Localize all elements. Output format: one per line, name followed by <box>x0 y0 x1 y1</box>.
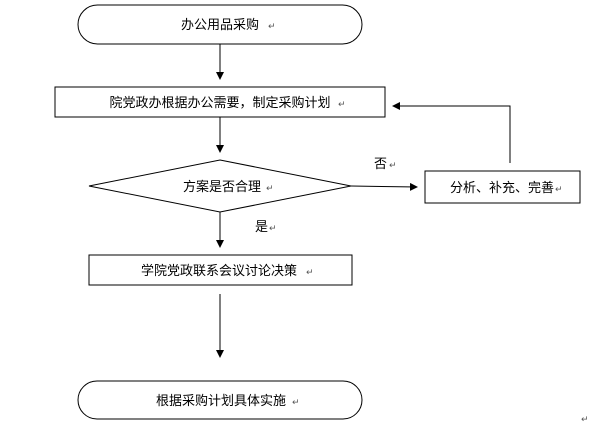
paragraph-mark: ↵ <box>292 398 300 408</box>
end-terminator: 根据采购计划具体实施 ↵ <box>77 380 363 420</box>
arrow-decision-to-revise <box>350 182 418 191</box>
paragraph-mark: ↵ <box>389 161 397 171</box>
decision-diamond: 方案是否合理 ↵ <box>88 159 352 213</box>
paragraph-mark: ↵ <box>555 185 563 195</box>
revise-process-box: 分析、补充、完善 ↵ <box>424 170 581 204</box>
paragraph-mark: ↵ <box>269 224 277 234</box>
end-label: 根据采购计划具体实施 <box>156 393 286 409</box>
meeting-label: 学院党政联系会议讨论决策 <box>141 263 297 279</box>
revise-label: 分析、补充、完善 <box>450 180 554 196</box>
paragraph-mark: ↵ <box>306 268 314 278</box>
start-terminator: 办公用品采购 ↵ <box>77 4 363 45</box>
decision-label: 方案是否合理 <box>183 179 261 195</box>
start-label: 办公用品采购 <box>181 17 259 33</box>
no-branch-label: 否 <box>374 157 387 172</box>
paragraph-mark: ↵ <box>268 22 276 32</box>
paragraph-mark: ↵ <box>338 100 346 110</box>
meeting-process-box: 学院党政联系会议讨论决策 ↵ <box>88 254 353 286</box>
arrow-revise-to-plan <box>392 102 511 163</box>
paragraph-mark: ↵ <box>266 184 274 194</box>
plan-process-box: 院党政办根据办公需要，制定采购计划 ↵ <box>54 86 386 118</box>
plan-label: 院党政办根据办公需要，制定采购计划 <box>109 95 330 111</box>
yes-branch-label: 是 <box>255 220 268 235</box>
paragraph-mark: ↵ <box>581 415 589 425</box>
